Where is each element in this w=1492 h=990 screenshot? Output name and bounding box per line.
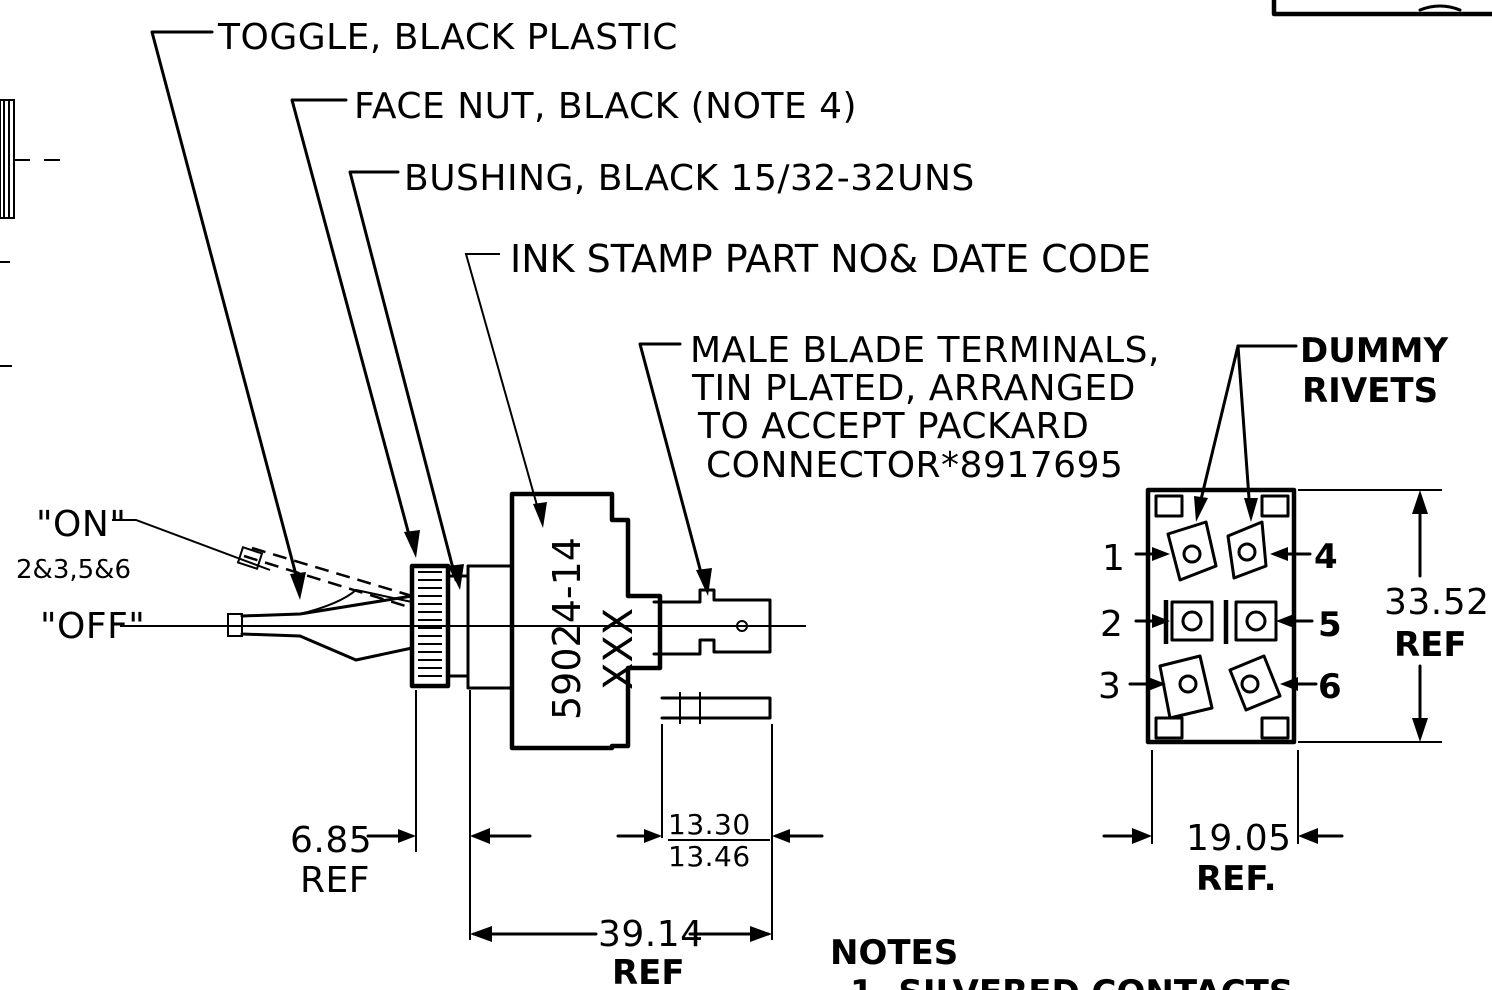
adjacent-view-fragment [0, 99, 60, 367]
ink-stamp-callout: INK STAMP PART NO& DATE CODE [510, 237, 1151, 281]
leader-lines [150, 30, 1298, 600]
bushing-callout: BUSHING, BLACK 15/32-32UNS [404, 158, 975, 199]
switch-side-view [120, 491, 806, 751]
on-position-label: "ON" [36, 504, 126, 545]
terminal-number-4: 4 [1314, 537, 1338, 577]
switch-end-view [1145, 487, 1297, 745]
terminal-number-1: 1 [1102, 538, 1125, 579]
dim-face-nut-ref: REF [300, 860, 370, 901]
dim-height-ref: REF [1394, 625, 1467, 665]
dim-overall-ref: REF [612, 953, 685, 990]
terminal-number-6: 6 [1318, 667, 1342, 707]
dim-overall-value: 39.14 [598, 914, 704, 955]
terminals-callout-line3: TO ACCEPT PACKARD [697, 406, 1089, 447]
dummy-rivets-line2: RIVETS [1302, 371, 1438, 411]
face-nut-callout: FACE NUT, BLACK (NOTE 4) [354, 86, 857, 127]
body-part-number: 59024-14 [545, 537, 589, 720]
terminal-number-3: 3 [1098, 666, 1121, 707]
terminals-callout-line4: CONNECTOR*8917695 [706, 445, 1123, 486]
title-block-fragment [1271, 0, 1492, 17]
dim-terminal-lower: 13.46 [668, 840, 751, 873]
dim-terminal-upper: 13.30 [668, 808, 751, 841]
end-view-dimension-lines [1102, 489, 1442, 844]
on-terminals-label: 2&3,5&6 [16, 555, 131, 585]
notes-item-1: 1. SILVERED CONTACTS [850, 973, 1293, 990]
dim-height-value: 33.52 [1384, 582, 1490, 623]
terminal-number-5: 5 [1318, 605, 1342, 645]
end-view-terminal-arrows [1128, 547, 1318, 691]
dim-width-ref: REF. [1196, 859, 1277, 899]
terminals-callout-line1: MALE BLADE TERMINALS, [690, 330, 1160, 371]
toggle-callout: TOGGLE, BLACK PLASTIC [217, 17, 678, 58]
terminals-callout-line2: TIN PLATED, ARRANGED [691, 368, 1136, 409]
terminal-number-2: 2 [1100, 604, 1123, 645]
notes-heading: NOTES [830, 933, 958, 973]
body-date-code: XXX [596, 608, 642, 690]
dim-face-nut-value: 6.85 [290, 820, 372, 861]
dummy-rivets-line1: DUMMY [1300, 331, 1448, 371]
side-view-dimension-lines [366, 690, 824, 942]
dim-width-value: 19.05 [1186, 818, 1292, 859]
